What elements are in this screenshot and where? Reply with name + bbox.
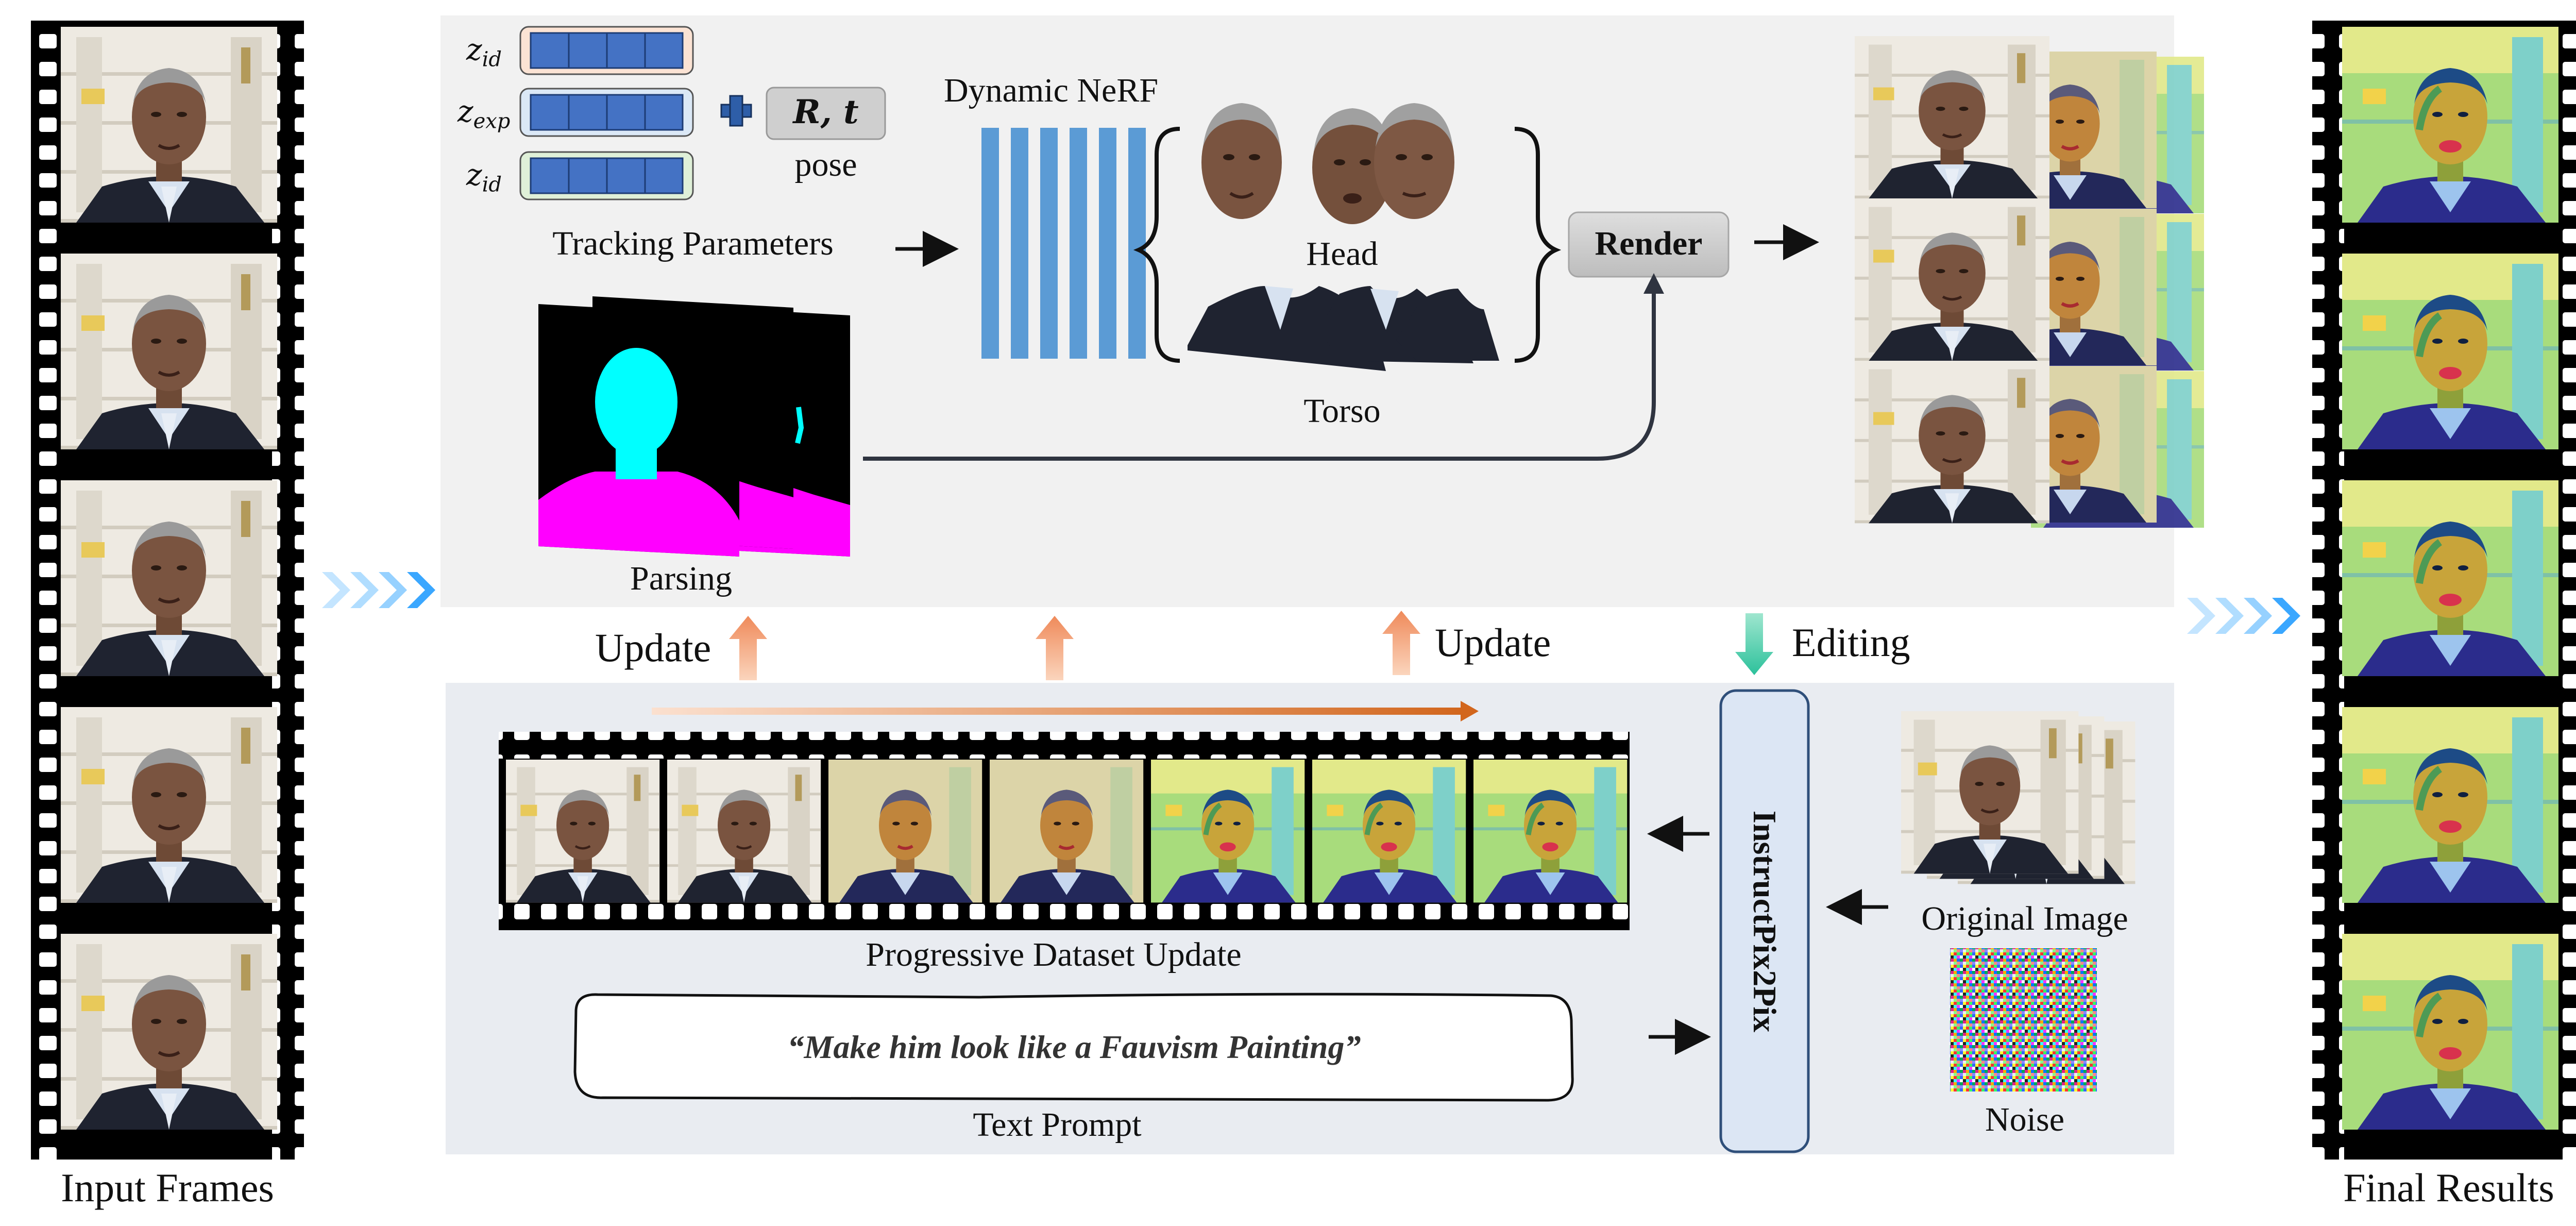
final-results-caption: Final Results <box>2343 1165 2554 1210</box>
original-image-stack <box>1901 711 2135 884</box>
tracking-parameters-caption: Tracking Parameters <box>552 225 834 262</box>
editing-label: Editing <box>1792 620 1910 665</box>
original-image-caption: Original Image <box>1921 900 2128 937</box>
text-prompt-box <box>573 993 1574 1102</box>
result-chevrons <box>2187 598 2300 634</box>
pose-box <box>766 87 886 140</box>
update-label-right: Update <box>1435 620 1551 665</box>
left-brace <box>1133 127 1180 363</box>
prompt-text: “Make him look like a Fauvism Painting” <box>787 1029 1361 1065</box>
rendered-outputs <box>1855 36 2204 528</box>
plus-icon <box>720 95 752 127</box>
editing-arrow <box>1735 613 1773 675</box>
dynamic-nerf-label: Dynamic NeRF <box>943 72 1159 109</box>
nerf-bars <box>981 128 1146 359</box>
parsing-label: Parsing <box>630 560 732 597</box>
instructpix2pix-box <box>1719 689 1810 1153</box>
render-label: Render <box>1595 225 1703 262</box>
tracking-vectors <box>519 26 694 200</box>
update-label-left: Update <box>595 625 711 670</box>
z-exp-label: zexp <box>457 94 511 133</box>
progressive-film-strip <box>499 732 1630 930</box>
parsing-maps <box>538 296 850 557</box>
parsing-to-render-arrow <box>863 286 1656 461</box>
progress-arrow <box>652 701 1479 721</box>
pose-label: pose <box>794 146 857 183</box>
input-chevrons <box>322 572 435 608</box>
input-frames-caption: Input Frames <box>61 1165 274 1210</box>
torso-images <box>1188 286 1499 371</box>
torso-label: Torso <box>1303 392 1381 430</box>
result-film-strip <box>2312 21 2576 1160</box>
input-film-strip <box>31 21 304 1160</box>
render-box <box>1568 211 1730 278</box>
update-arrows <box>729 611 1420 680</box>
text-prompt-caption: Text Prompt <box>973 1106 1142 1144</box>
head-images <box>1201 103 1454 224</box>
head-label: Head <box>1306 235 1378 273</box>
noise-image <box>1950 948 2097 1091</box>
progressive-dataset-caption: Progressive Dataset Update <box>866 936 1242 973</box>
z-id2-label: zid <box>466 157 502 197</box>
z-id-label: zid <box>466 32 502 72</box>
pose-vector-label: R, t <box>793 93 859 131</box>
instructpix2pix-label: InstructPix2Pix <box>1747 810 1783 1033</box>
right-brace <box>1514 127 1562 363</box>
noise-caption: Noise <box>1985 1101 2064 1138</box>
